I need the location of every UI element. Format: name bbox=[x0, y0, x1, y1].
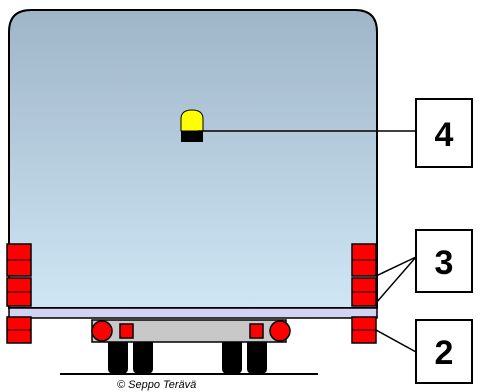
copyright-credit: © Seppo Terävä bbox=[117, 379, 196, 391]
tire-right-inner bbox=[222, 338, 242, 374]
square-lamp-right bbox=[249, 323, 264, 339]
rear-bumper bbox=[8, 307, 378, 319]
beacon-lamp-icon bbox=[180, 109, 204, 142]
tire-left-outer bbox=[108, 338, 128, 374]
tire-left-inner bbox=[133, 338, 153, 374]
left-tail-lights bbox=[6, 243, 32, 344]
callout-4-number: 4 bbox=[435, 116, 454, 154]
callout-4: 4 bbox=[415, 98, 473, 168]
callout-3: 3 bbox=[415, 229, 473, 293]
leader-line-2 bbox=[375, 329, 417, 353]
truck-body bbox=[8, 9, 378, 309]
callout-3-number: 3 bbox=[435, 244, 454, 282]
callout-2: 2 bbox=[415, 319, 473, 384]
tire-right-outer bbox=[247, 338, 267, 374]
round-lamp-right bbox=[269, 320, 291, 342]
leader-line-3-upper bbox=[375, 256, 417, 277]
round-lamp-left bbox=[91, 320, 113, 342]
right-tail-lights bbox=[351, 243, 377, 344]
callout-2-number: 2 bbox=[435, 334, 454, 372]
rear-tires bbox=[108, 338, 267, 374]
square-lamp-left bbox=[119, 323, 134, 339]
leader-line-3-lower bbox=[375, 256, 417, 304]
